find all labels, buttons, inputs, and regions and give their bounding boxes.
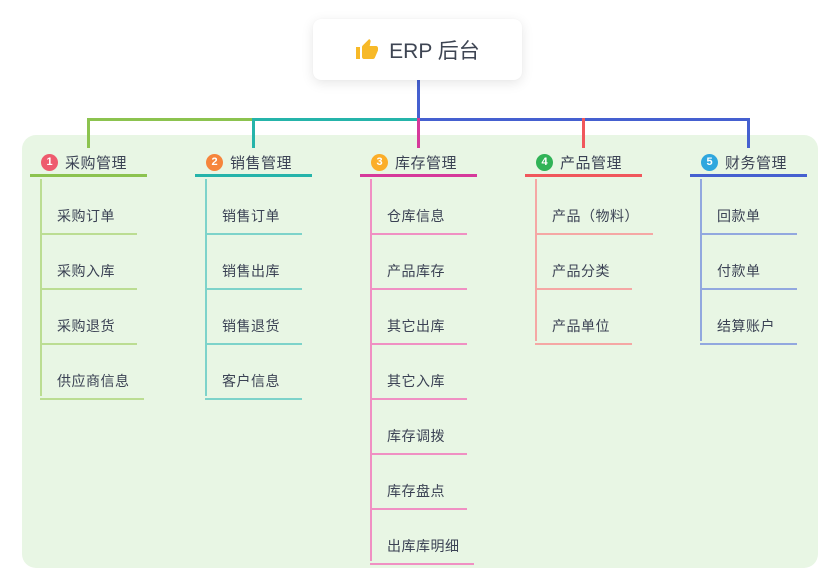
child-node[interactable]: 付款单 — [700, 261, 797, 290]
branch-child-spine — [205, 179, 207, 396]
child-node[interactable]: 客户信息 — [205, 371, 302, 400]
child-node[interactable]: 供应商信息 — [40, 371, 144, 400]
branch-label: 销售管理 — [230, 154, 293, 172]
branch-node[interactable]: 2 销售管理 — [195, 150, 312, 177]
child-node[interactable]: 结算账户 — [700, 316, 797, 345]
root-node[interactable]: ERP 后台 — [313, 19, 522, 80]
child-node[interactable]: 销售出库 — [205, 261, 302, 290]
branch-number-badge: 1 — [41, 153, 58, 171]
child-node[interactable]: 库存盘点 — [370, 481, 467, 510]
branch-child-spine — [40, 179, 42, 396]
child-node[interactable]: 产品（物料） — [535, 206, 653, 235]
branch-node[interactable]: 1 采购管理 — [30, 150, 147, 177]
child-node[interactable]: 采购入库 — [40, 261, 137, 290]
child-node[interactable]: 其它入库 — [370, 371, 467, 400]
branch-child-spine — [700, 179, 702, 341]
child-node[interactable]: 产品库存 — [370, 261, 467, 290]
connector-bus-left — [88, 118, 255, 121]
connector-branch-drop-3 — [417, 118, 420, 148]
child-node[interactable]: 其它出库 — [370, 316, 467, 345]
child-node[interactable]: 仓库信息 — [370, 206, 467, 235]
branch-label: 采购管理 — [65, 154, 128, 172]
branch-label: 财务管理 — [725, 154, 788, 172]
branch-label: 产品管理 — [560, 154, 623, 172]
connector-branch-drop-2 — [252, 118, 255, 148]
child-node[interactable]: 销售退货 — [205, 316, 302, 345]
mindmap-panel — [22, 135, 818, 568]
root-label: ERP 后台 — [389, 39, 480, 63]
child-node[interactable]: 采购退货 — [40, 316, 137, 345]
child-node[interactable]: 产品分类 — [535, 261, 632, 290]
branch-number-badge: 4 — [536, 153, 553, 171]
connector-root-drop — [417, 80, 420, 121]
branch-label: 库存管理 — [395, 154, 458, 172]
connector-branch-drop-1 — [87, 118, 90, 148]
thumbs-up-icon — [356, 38, 379, 59]
child-node[interactable]: 出库库明细 — [370, 536, 474, 565]
branch-node[interactable]: 4 产品管理 — [525, 150, 642, 177]
connector-branch-drop-4 — [582, 118, 585, 148]
connector-bus-mid — [253, 118, 420, 121]
child-node[interactable]: 采购订单 — [40, 206, 137, 235]
branch-node[interactable]: 3 库存管理 — [360, 150, 477, 177]
child-node[interactable]: 库存调拨 — [370, 426, 467, 455]
child-node[interactable]: 销售订单 — [205, 206, 302, 235]
branch-node[interactable]: 5 财务管理 — [690, 150, 807, 177]
branch-child-spine — [535, 179, 537, 341]
child-node[interactable]: 产品单位 — [535, 316, 632, 345]
branch-number-badge: 2 — [206, 153, 223, 171]
child-node[interactable]: 回款单 — [700, 206, 797, 235]
connector-branch-drop-5 — [747, 118, 750, 148]
branch-number-badge: 5 — [701, 153, 718, 171]
branch-child-spine — [370, 179, 372, 561]
branch-number-badge: 3 — [371, 153, 388, 171]
